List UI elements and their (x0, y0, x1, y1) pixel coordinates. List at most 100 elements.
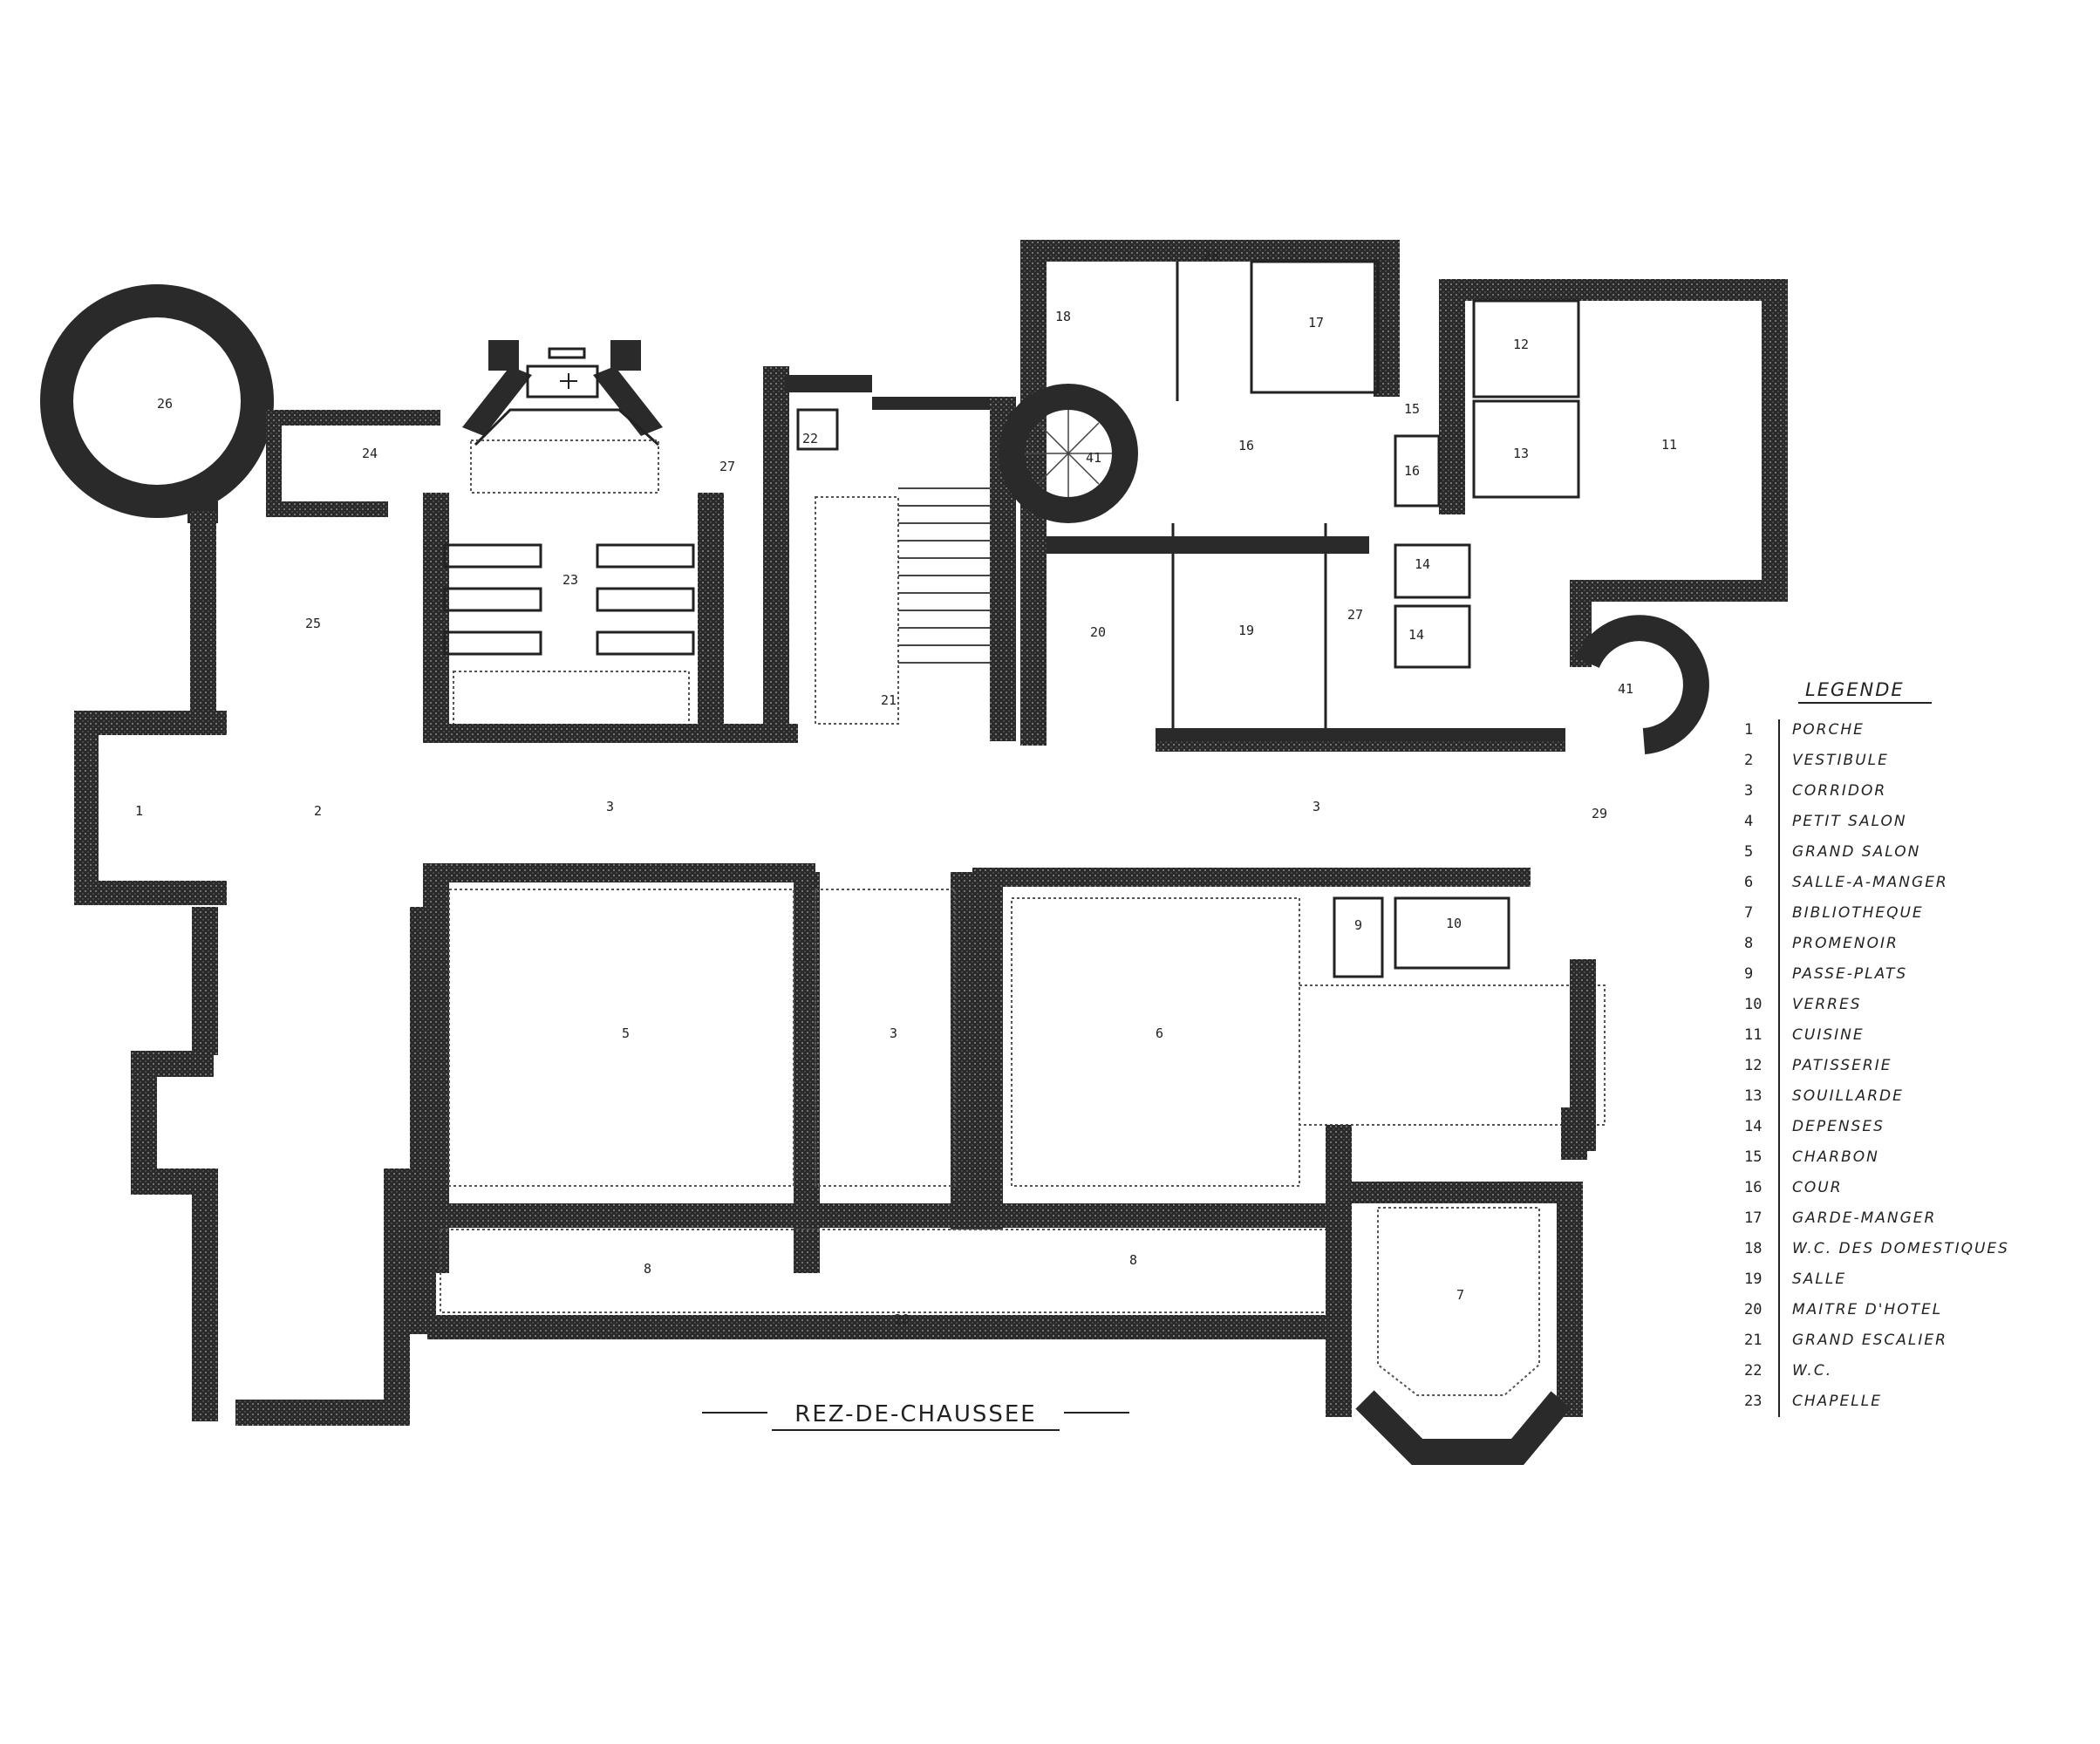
room-label-21: 21 (881, 692, 897, 708)
legend-item-label: CHAPELLE (1792, 1393, 1882, 1410)
legend-item-number: 3 (1744, 782, 1753, 800)
legend-item-label: PATISSERIE (1792, 1057, 1892, 1074)
legend-item-label: GRAND ESCALIER (1792, 1332, 1947, 1349)
library-7 (1326, 1182, 1583, 1465)
legend-item-label: MAITRE D'HOTEL (1792, 1301, 1942, 1318)
legend-item-label: W.C. (1792, 1362, 1832, 1380)
room-label-12: 12 (1513, 337, 1529, 352)
room-label-22: 22 (802, 431, 818, 446)
room-label-28: 28 (1203, 248, 1219, 263)
room-label-18: 18 (1055, 309, 1071, 324)
room-label-10: 10 (1446, 916, 1462, 931)
legend-item-label: SALLE-A-MANGER (1792, 874, 1948, 891)
room-label-19: 19 (1238, 623, 1254, 638)
plan-title-text: REZ-DE-CHAUSSEE (794, 1401, 1036, 1427)
room-label-6: 6 (1156, 1025, 1163, 1041)
room-label-16b: 16 (1404, 463, 1420, 479)
room-label-5: 5 (622, 1025, 630, 1041)
legend-item-number: 16 (1744, 1179, 1762, 1196)
legend-item: 21 GRAND ESCALIER (1744, 1332, 1947, 1349)
legend-item: 16 COUR (1744, 1179, 1843, 1196)
plan-title: REZ-DE-CHAUSSEE (702, 1401, 1129, 1431)
legend-item-label: PROMENOIR (1792, 935, 1899, 952)
legend-item: 1 PORCHE (1744, 721, 1865, 739)
room-label-14a: 14 (1415, 556, 1430, 572)
room-label-20a: 20 (1090, 624, 1106, 640)
legend-item-label: GRAND SALON (1792, 843, 1920, 861)
legend-item-number: 10 (1744, 996, 1762, 1013)
legend-item-label: COUR (1792, 1179, 1843, 1196)
legend-item-number: 1 (1744, 721, 1753, 739)
room-label-29: 29 (1592, 806, 1607, 821)
central-walls (423, 724, 1606, 1339)
legend-item-number: 6 (1744, 874, 1753, 891)
legend-item: 20 MAITRE D'HOTEL (1744, 1301, 1942, 1318)
legend-item-number: 15 (1744, 1148, 1762, 1166)
legend-item-label: BIBLIOTHEQUE (1792, 904, 1924, 922)
legend-item-label: CHARBON (1792, 1148, 1879, 1166)
room-label-16a: 16 (1238, 438, 1254, 453)
legend-item-label: SOUILLARDE (1792, 1087, 1904, 1105)
room-label-41a: 41 (1086, 450, 1101, 466)
legend-item: 22 W.C. (1744, 1362, 1832, 1380)
room-label-20b: 20 (894, 1311, 910, 1327)
legend-item-number: 22 (1744, 1362, 1762, 1380)
legend-item: 3 CORRIDOR (1744, 782, 1886, 800)
legend-item-number: 9 (1744, 965, 1753, 983)
legend-item-label: SALLE (1792, 1271, 1846, 1288)
legend-item-label: CUISINE (1792, 1026, 1865, 1044)
room-label-13: 13 (1513, 446, 1529, 461)
room-numbers: 26 24 25 23 27 22 21 1 2 3 3 3 5 6 7 8 8… (135, 248, 1677, 1327)
legend-item-number: 21 (1744, 1332, 1762, 1349)
grand-stair-21 (763, 366, 1016, 741)
legend-item-number: 12 (1744, 1057, 1762, 1074)
legend-item-number: 2 (1744, 752, 1753, 769)
room-label-41b: 41 (1618, 681, 1633, 697)
west-wing-walls (74, 410, 440, 1426)
legend-item: 12 PATISSERIE (1744, 1057, 1892, 1074)
room-label-17: 17 (1308, 315, 1324, 330)
legend-item-label: PASSE-PLATS (1792, 965, 1907, 983)
legend-item: 9 PASSE-PLATS (1744, 965, 1907, 983)
legend-item-number: 11 (1744, 1026, 1762, 1044)
room-label-9: 9 (1354, 917, 1362, 933)
legend-item-label: PORCHE (1792, 721, 1865, 739)
room-label-11: 11 (1661, 437, 1677, 453)
legend-item-number: 20 (1744, 1301, 1762, 1318)
room-label-3c: 3 (890, 1025, 897, 1041)
room-label-1: 1 (135, 803, 143, 819)
chapel-23 (423, 340, 724, 737)
legend-item: 13 SOUILLARDE (1744, 1087, 1904, 1105)
legend-item-label: GARDE-MANGER (1792, 1209, 1936, 1227)
room-label-24: 24 (362, 446, 378, 461)
legend-item: 17 GARDE-MANGER (1744, 1209, 1936, 1227)
room-label-3a: 3 (606, 799, 614, 814)
legend-item: 2 VESTIBULE (1744, 752, 1889, 769)
legend-item-number: 17 (1744, 1209, 1762, 1227)
room-label-8b: 8 (1129, 1252, 1137, 1268)
room-label-3b: 3 (1312, 799, 1320, 814)
legend-item-number: 13 (1744, 1087, 1762, 1105)
room-label-27b: 27 (1347, 607, 1363, 623)
legend-item: 10 VERRES (1744, 996, 1862, 1013)
legend-item-label: VERRES (1792, 996, 1862, 1013)
room-label-14b: 14 (1408, 627, 1424, 643)
room-label-7: 7 (1456, 1287, 1464, 1303)
legend-item-label: CORRIDOR (1792, 782, 1886, 800)
room-label-8a: 8 (644, 1261, 651, 1277)
room-label-27a: 27 (719, 459, 735, 474)
room-label-26: 26 (157, 396, 173, 412)
legend-item-number: 14 (1744, 1118, 1762, 1135)
legend-item-label: W.C. DES DOMESTIQUES (1792, 1240, 2009, 1257)
legend-item-label: VESTIBULE (1792, 752, 1889, 769)
